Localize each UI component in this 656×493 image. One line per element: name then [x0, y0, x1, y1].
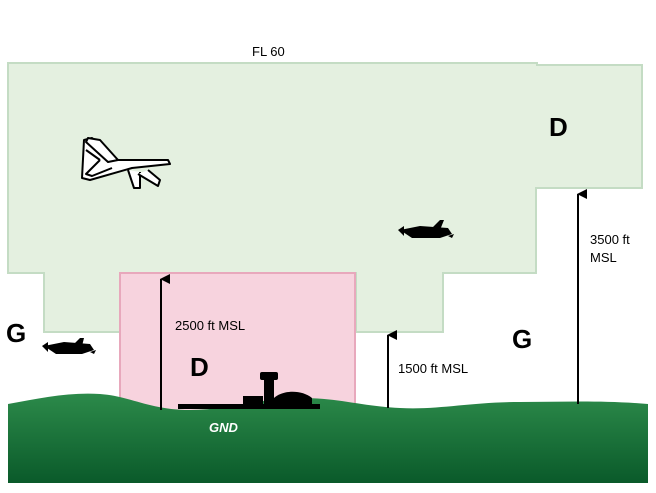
- class-d-upper-airspace: [7, 62, 643, 333]
- control-tower-icon: [178, 372, 320, 409]
- altitude-label-2500: 2500 ft MSL: [175, 318, 245, 333]
- class-d-upper-label: D: [549, 112, 568, 142]
- altitude-label-1500: 1500 ft MSL: [398, 361, 468, 376]
- altitude-label-3500-line2: MSL: [590, 250, 617, 265]
- small-airplane-icon-left: [42, 338, 96, 354]
- small-airplane-icon: [398, 220, 454, 238]
- class-d-lower-airspace: [119, 272, 356, 414]
- class-g-right-label: G: [512, 324, 532, 354]
- class-d-lower-label: D: [190, 352, 209, 382]
- ground-terrain: [8, 393, 648, 483]
- altitude-label-3500-line1: 3500 ft: [590, 232, 630, 247]
- ceiling-label: FL 60: [252, 44, 285, 59]
- class-g-left-label: G: [6, 318, 26, 348]
- jet-airplane-icon: [81, 137, 171, 189]
- ground-label: GND: [209, 420, 239, 435]
